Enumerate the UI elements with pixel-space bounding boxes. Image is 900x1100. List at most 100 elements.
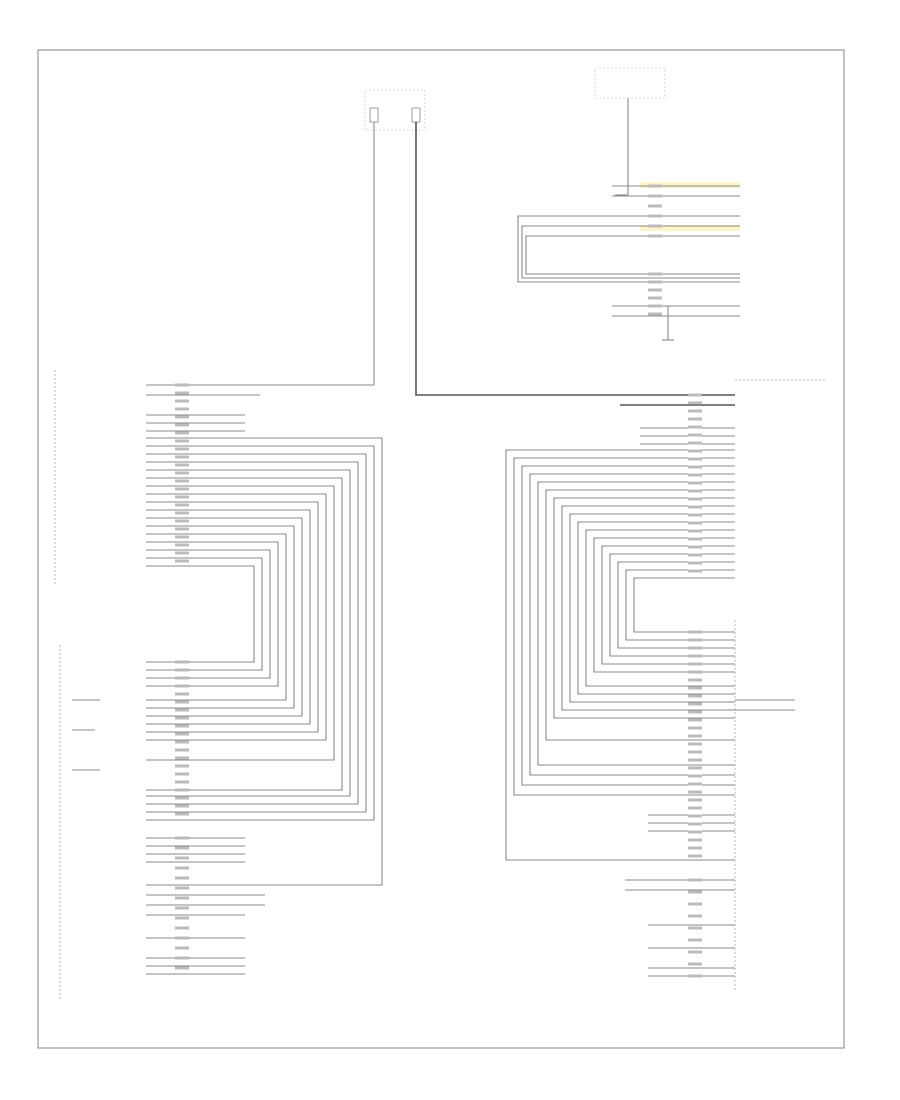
- pin-mark: [688, 914, 702, 918]
- pin-mark: [175, 407, 189, 411]
- pin-mark: [648, 280, 662, 284]
- pin-mark: [175, 796, 189, 800]
- pin-mark: [175, 866, 189, 870]
- pin-mark: [175, 896, 189, 900]
- pin-mark: [688, 465, 702, 469]
- pin-mark: [175, 455, 189, 459]
- pin-mark: [175, 886, 189, 890]
- pin-mark: [175, 495, 189, 499]
- pin-mark: [688, 774, 702, 778]
- passenger-door-module: [54, 370, 383, 886]
- pin-mark: [175, 439, 189, 443]
- pin-mark: [688, 890, 702, 894]
- pin-mark: [688, 742, 702, 746]
- pin-mark: [175, 876, 189, 880]
- pin-mark: [175, 732, 189, 736]
- pin-mark: [175, 487, 189, 491]
- pin-mark: [175, 535, 189, 539]
- pin-mark: [688, 489, 702, 493]
- pin-mark: [688, 902, 702, 906]
- pin-mark: [688, 630, 702, 634]
- pin-mark: [648, 234, 662, 238]
- pin-mark: [175, 519, 189, 523]
- pin-mark: [688, 561, 702, 565]
- pin-mark: [648, 194, 662, 198]
- pin-mark: [175, 415, 189, 419]
- pin-mark: [688, 553, 702, 557]
- top-right-fuse: [594, 67, 666, 196]
- pin-mark: [175, 668, 189, 672]
- pin-mark: [688, 678, 702, 682]
- pin-mark: [688, 473, 702, 477]
- pin-mark: [688, 694, 702, 698]
- pin-mark: [175, 926, 189, 930]
- pin-mark: [688, 750, 702, 754]
- pin-mark: [175, 423, 189, 427]
- pin-mark: [175, 551, 189, 555]
- pin-mark: [175, 756, 189, 760]
- pin-mark: [688, 569, 702, 573]
- pin-mark: [175, 724, 189, 728]
- pin-mark: [175, 906, 189, 910]
- pin-mark: [688, 974, 702, 978]
- pin-mark: [175, 916, 189, 920]
- pin-mark: [175, 716, 189, 720]
- pin-mark: [688, 513, 702, 517]
- driver-door-module: [505, 379, 825, 861]
- pin-mark: [175, 431, 189, 435]
- pin-mark: [688, 521, 702, 525]
- pin-mark: [175, 463, 189, 467]
- pin-mark: [175, 836, 189, 840]
- pin-mark: [175, 804, 189, 808]
- upper-right-module: [517, 182, 740, 341]
- pin-mark: [688, 950, 702, 954]
- pin-mark: [688, 806, 702, 810]
- pin-mark: [688, 409, 702, 413]
- pin-mark: [175, 936, 189, 940]
- connector-pins: [175, 184, 702, 978]
- pin-mark: [175, 788, 189, 792]
- driver-seat-controls: [625, 620, 795, 990]
- diagram-frame: [37, 49, 845, 1049]
- pin-mark: [175, 660, 189, 664]
- pin-mark: [688, 926, 702, 930]
- pin-mark: [175, 527, 189, 531]
- pin-mark: [175, 700, 189, 704]
- pin-mark: [688, 766, 702, 770]
- passenger-seat-controls: [59, 645, 265, 1000]
- pin-mark: [648, 214, 662, 218]
- pin-mark: [688, 417, 702, 421]
- pin-mark: [648, 296, 662, 300]
- pin-mark: [688, 654, 702, 658]
- pin-mark: [688, 734, 702, 738]
- pin-mark: [175, 503, 189, 507]
- pin-mark: [688, 441, 702, 445]
- pin-mark: [175, 383, 189, 387]
- pin-mark: [175, 780, 189, 784]
- pin-mark: [175, 946, 189, 950]
- pin-mark: [688, 878, 702, 882]
- pin-mark: [175, 511, 189, 515]
- pin-mark: [688, 670, 702, 674]
- pin-mark: [175, 708, 189, 712]
- pin-mark: [688, 718, 702, 722]
- pin-mark: [175, 966, 189, 970]
- pin-mark: [175, 772, 189, 776]
- pin-mark: [175, 391, 189, 395]
- pin-mark: [688, 962, 702, 966]
- pin-mark: [688, 457, 702, 461]
- pin-mark: [688, 686, 702, 690]
- pin-mark: [175, 740, 189, 744]
- pin-mark: [688, 830, 702, 834]
- pin-mark: [648, 184, 662, 188]
- pin-mark: [175, 684, 189, 688]
- pin-mark: [175, 956, 189, 960]
- pin-mark: [688, 854, 702, 858]
- pin-mark: [688, 790, 702, 794]
- pin-mark: [648, 224, 662, 228]
- pin-mark: [688, 814, 702, 818]
- pin-mark: [688, 481, 702, 485]
- pin-mark: [648, 272, 662, 276]
- pin-mark: [688, 401, 702, 405]
